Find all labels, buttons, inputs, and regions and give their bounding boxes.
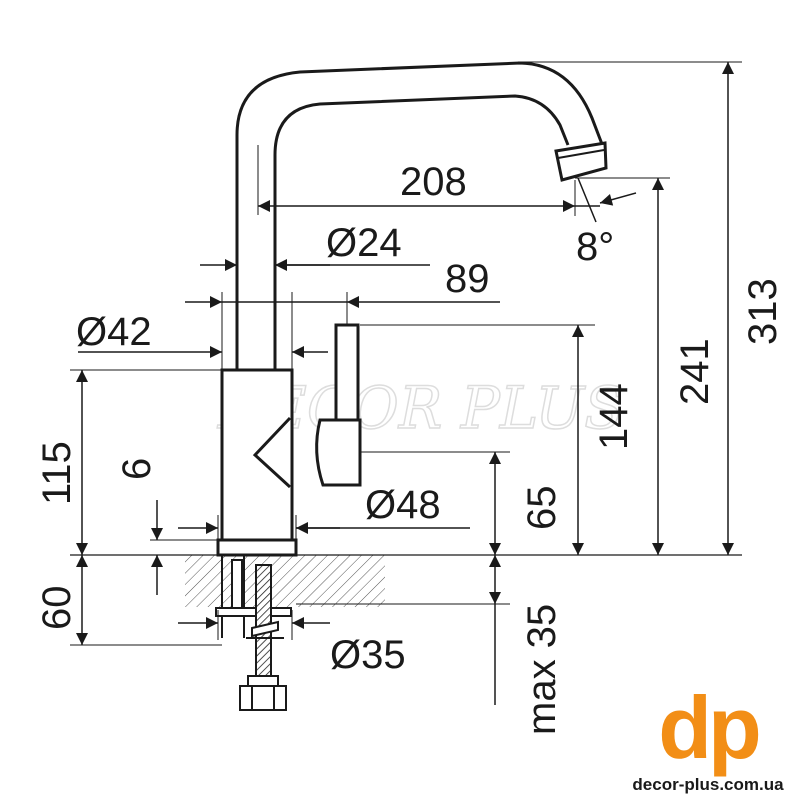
dim-shank-diameter: Ø35 bbox=[330, 633, 406, 677]
mounting-hardware bbox=[215, 555, 292, 711]
dim-total-height: 313 bbox=[741, 278, 785, 345]
dim-max-countertop: max 35 bbox=[520, 604, 564, 735]
dim-body-height: 115 bbox=[35, 441, 79, 505]
handle bbox=[315, 418, 362, 487]
dim-body-diameter: Ø42 bbox=[76, 310, 152, 354]
mixer-cone bbox=[252, 416, 292, 489]
dimension-lines bbox=[76, 62, 734, 705]
dim-body-offset: 89 bbox=[445, 257, 490, 301]
brand-logo: dp decor-plus.com.ua bbox=[632, 678, 784, 794]
base-plate bbox=[216, 538, 298, 557]
dim-spout-reach: 208 bbox=[400, 160, 467, 204]
dim-spout-diameter: Ø24 bbox=[326, 221, 402, 265]
dim-base-diameter: Ø48 bbox=[365, 483, 441, 527]
lever bbox=[334, 323, 360, 422]
dim-handle-height: 65 bbox=[520, 486, 564, 531]
countertop bbox=[70, 554, 742, 607]
dim-base-thickness: 6 bbox=[115, 458, 159, 480]
dim-spout-angle: 8° bbox=[576, 225, 614, 269]
aerator bbox=[554, 141, 608, 182]
dim-shank-length: 60 bbox=[35, 586, 79, 631]
brand-website: decor-plus.com.ua bbox=[632, 775, 784, 794]
extension-lines bbox=[70, 61, 742, 646]
logo-mark: dp bbox=[658, 678, 759, 777]
dimension-labels: 208 8° Ø24 89 Ø42 313 241 144 115 6 Ø48 … bbox=[35, 160, 785, 735]
dim-spout-height: 241 bbox=[673, 338, 717, 405]
dim-lever-height: 144 bbox=[592, 383, 636, 450]
spout bbox=[235, 61, 607, 370]
faucet-outline bbox=[216, 61, 608, 557]
